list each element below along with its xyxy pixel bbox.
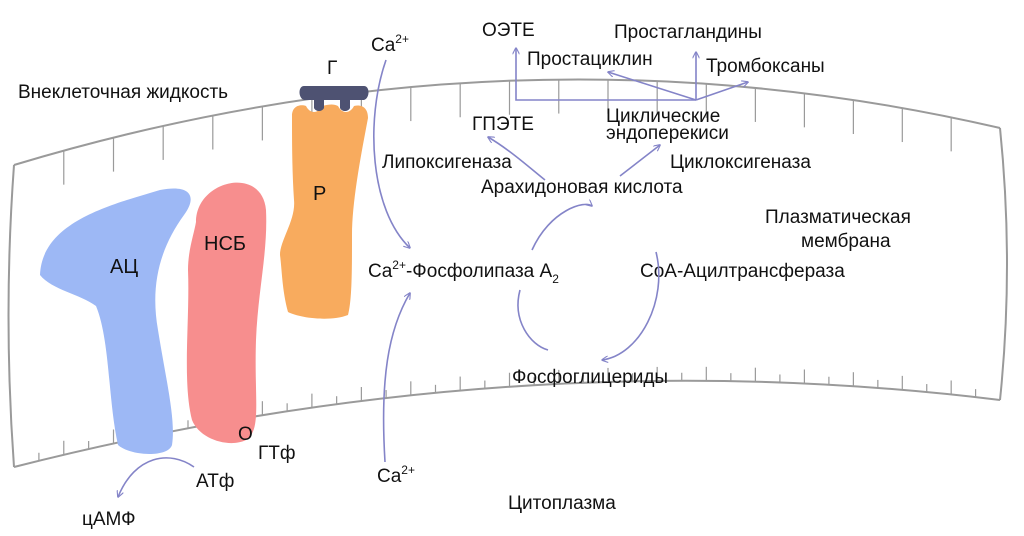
- g-protein: НСБ: [186, 182, 267, 444]
- adenylate-cyclase-label: АЦ: [110, 256, 138, 278]
- membrane-label-line2: мембрана: [801, 231, 891, 252]
- arrow-icon: [608, 72, 697, 101]
- phospholipase-label: Ca2+-Фосфолипаза А2: [368, 258, 559, 286]
- arrow-icon: [531, 204, 592, 251]
- arrow-icon: [619, 145, 660, 177]
- prostaglandins-label: Простагландины: [614, 22, 762, 43]
- reaction-arrows: [118, 48, 748, 497]
- oete-label: ОЭТЕ: [482, 20, 535, 41]
- arrow-icon: [488, 137, 546, 181]
- lipoxygenase-label: Липоксигеназа: [382, 152, 512, 173]
- adenylate-cyclase-protein: АЦ: [40, 188, 191, 455]
- gtp-label: ГТф: [258, 443, 296, 464]
- gpete-label: ГПЭТЕ: [472, 114, 534, 135]
- calcium-bottom-label: Ca2+: [377, 463, 415, 487]
- arrow-icon: [373, 59, 410, 248]
- thromboxanes-label: Тромбоксаны: [706, 56, 825, 77]
- phosphoglycerides-label: Фосфоглицериды: [512, 367, 668, 388]
- arrow-icon: [382, 293, 410, 463]
- arrow-icon: [516, 48, 696, 101]
- arachidonic-acid-label: Арахидоновая кислота: [481, 177, 683, 198]
- membrane-label-line1: Плазматическая: [765, 207, 911, 228]
- arrow-icon: [517, 289, 549, 351]
- cytoplasm-label: Цитоплазма: [508, 493, 616, 514]
- cyclooxygenase-label: Циклоксигеназа: [670, 152, 811, 173]
- arrow-icon: [118, 457, 195, 497]
- extracellular-label: Внеклеточная жидкость: [18, 82, 228, 103]
- receptor-label: Р: [313, 183, 326, 205]
- hormone-label: Г: [327, 58, 337, 79]
- g-protein-label: НСБ: [204, 233, 246, 255]
- hormone-ligand: Г: [299, 58, 369, 111]
- arrow-icon: [602, 251, 660, 360]
- acyltransferase-label: CoA-Ацилтрансфераза: [640, 261, 845, 282]
- receptor-protein: Р: [280, 104, 368, 319]
- cyclic-endoperoxides-line1: Циклические: [606, 106, 720, 127]
- prostacyclin-label: Простациклин: [527, 49, 653, 70]
- arrow-icon: [695, 82, 748, 101]
- atp-label: АТф: [196, 471, 234, 492]
- membrane-tick-icon: [38, 79, 977, 461]
- cyclic-endoperoxides-line2: эндоперекиси: [606, 123, 729, 144]
- o-mark-label: О: [238, 424, 253, 445]
- camp-label: цАМФ: [82, 509, 136, 530]
- calcium-top-label: Ca2+: [371, 32, 409, 56]
